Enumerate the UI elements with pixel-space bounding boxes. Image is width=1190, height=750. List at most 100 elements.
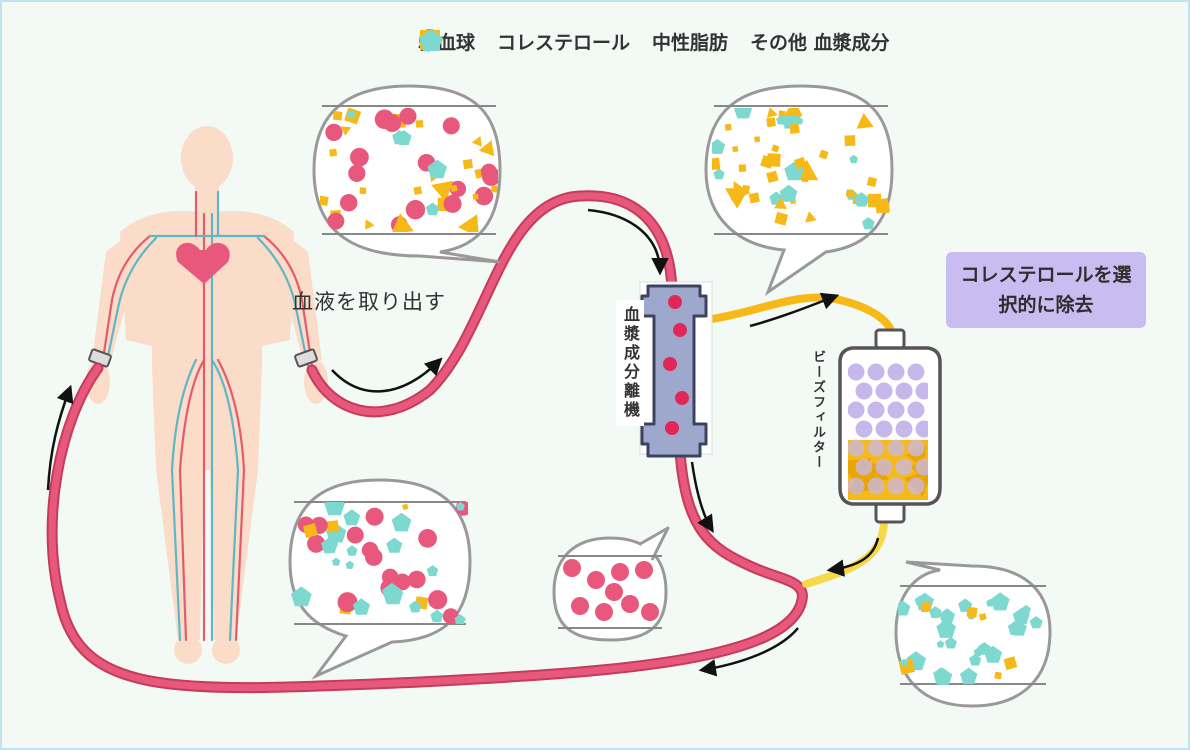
triglyceride-particle: [856, 112, 874, 129]
plasma-particle: [454, 614, 466, 624]
cholesterol-particle: [1003, 656, 1018, 671]
legend: 赤血球 コレステロール 中性脂肪 その他 血漿成分: [418, 28, 890, 55]
cholesterol-particle: [738, 164, 747, 173]
triglyceride-particle: [392, 213, 414, 232]
plasma-particle: [733, 108, 753, 119]
bead: [895, 382, 913, 400]
bead: [887, 363, 905, 381]
cholesterol-particle: [920, 602, 931, 613]
red-cell: [350, 147, 369, 167]
cholesterol-particle: [874, 198, 890, 214]
callout-remove-cholesterol: コレステロールを選択的に除去: [946, 252, 1146, 328]
plasma-particle: [1012, 608, 1030, 625]
bubble-filtered-plasma: [894, 560, 1052, 708]
red-cell: [346, 526, 364, 544]
cholesterol-particle: [490, 185, 498, 193]
cholesterol-particle: [332, 110, 343, 121]
plasma-particle: [960, 667, 978, 685]
bead: [915, 458, 928, 476]
cholesterol-particle: [845, 189, 854, 198]
bead: [848, 439, 865, 457]
plasma-particle: [321, 537, 338, 554]
plasma-particle: [331, 557, 341, 566]
red-cell: [374, 109, 395, 130]
red-cell: [480, 163, 498, 180]
cholesterol-particle: [966, 606, 978, 618]
plasma-particle: [862, 217, 875, 230]
cholesterol-particle: [978, 612, 987, 621]
bead: [848, 363, 865, 381]
red-cell: [635, 561, 653, 579]
bubble-separated-cells: [552, 526, 670, 642]
bead: [907, 477, 925, 495]
red-cell: [337, 592, 358, 613]
red-cell: [442, 608, 459, 624]
red-cell: [563, 559, 581, 577]
plasma-particle: [984, 645, 1003, 663]
label-extract-blood: 血液を取り出す: [292, 290, 446, 314]
legend-item-other-plasma: その他 血漿成分: [419, 28, 890, 55]
triglyceride-particle: [774, 197, 787, 209]
cholesterol-particle: [774, 211, 789, 226]
bead: [875, 458, 893, 476]
cholesterol-particle: [794, 156, 807, 170]
cholesterol-particle: [766, 170, 779, 183]
plasma-separator: [639, 281, 713, 458]
legend-label: コレステロール: [497, 32, 631, 54]
red-cell: [365, 548, 383, 566]
red-cell: [474, 186, 494, 206]
bead: [875, 382, 893, 400]
plasma-particle: [990, 592, 1010, 611]
triglyceride-particle: [478, 140, 495, 157]
red-cell: [442, 117, 460, 135]
plasma-particle: [712, 138, 726, 154]
plasma-particle: [795, 117, 804, 125]
red-cell: [327, 212, 345, 230]
red-cell: [307, 534, 326, 553]
bead: [907, 439, 925, 457]
plasma-particle: [936, 619, 956, 638]
plasma-particle: [345, 560, 355, 569]
plasma-particle: [849, 154, 858, 164]
cholesterol-particle: [462, 158, 474, 170]
heart-icon: [176, 242, 230, 284]
plasma-particle: [346, 545, 358, 556]
cholesterol-particle: [994, 671, 1002, 680]
cholesterol-particle: [748, 192, 760, 204]
cholesterol-particle: [760, 154, 775, 169]
cholesterol-particle: [415, 120, 424, 128]
plasma-particle: [386, 537, 403, 553]
plasma-particle: [986, 598, 994, 607]
cholesterol-particle: [450, 184, 458, 192]
red-cell: [365, 507, 384, 526]
bead: [855, 382, 873, 400]
red-cell: [393, 573, 411, 591]
bead: [915, 420, 928, 438]
plasma-particle: [343, 509, 361, 526]
label-plasma-separator: 血漿成分離機: [616, 300, 644, 426]
plasma-particle: [1029, 616, 1043, 629]
triglyceride-particle: [732, 181, 751, 202]
plasma-particle: [969, 653, 982, 666]
cholesterol-particle: [789, 123, 800, 135]
cholesterol-particle: [302, 523, 318, 539]
bead: [867, 439, 885, 457]
bead: [887, 477, 905, 495]
triglyceride-particle: [805, 211, 817, 223]
bead: [875, 420, 893, 438]
plasma-particle: [944, 637, 957, 649]
bead: [867, 401, 885, 419]
human-body: [86, 126, 328, 664]
cholesterol-particle: [402, 503, 409, 510]
bead: [895, 458, 913, 476]
cholesterol-particle: [754, 136, 761, 143]
plasma-particle: [456, 502, 465, 511]
red-cell: [428, 590, 448, 610]
bead: [867, 477, 885, 495]
legend-label: 中性脂肪: [652, 32, 729, 54]
tubing: [46, 190, 896, 694]
red-cell: [571, 597, 589, 615]
red-cell: [587, 571, 605, 589]
red-cell: [611, 563, 629, 581]
